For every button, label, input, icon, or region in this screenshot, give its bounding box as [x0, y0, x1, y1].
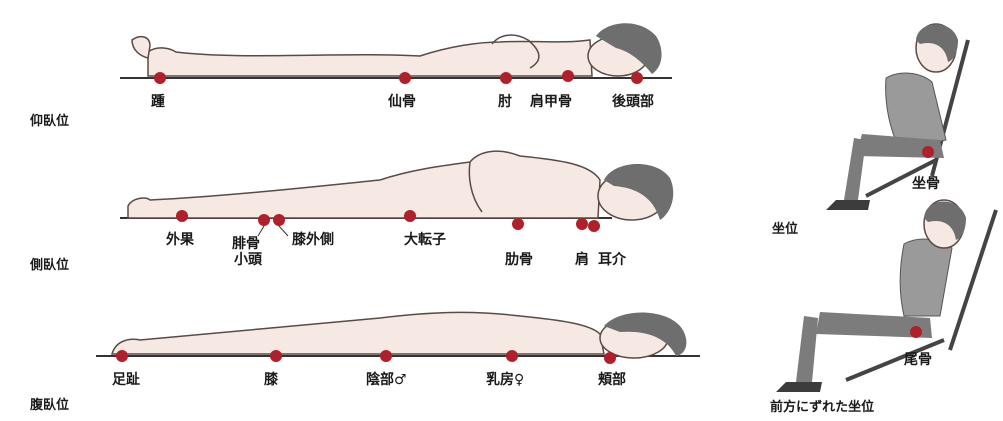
label-ribs: 肋骨	[505, 252, 533, 268]
label-lateral-malleolus: 外果	[166, 232, 194, 248]
label-auricle: 耳介	[598, 252, 626, 268]
lateral-figure	[120, 151, 673, 220]
point-sacrum	[399, 72, 411, 84]
position-prone: 腹臥位	[30, 398, 69, 414]
point-greater-trochanter	[404, 210, 416, 222]
label-elbow: 肘	[498, 94, 512, 110]
point-breast	[506, 350, 518, 362]
point-shoulder	[576, 218, 588, 230]
label-coccyx: 尾骨	[904, 352, 932, 368]
point-ischium	[922, 146, 934, 158]
point-coccyx	[910, 326, 922, 338]
sitting-figure	[826, 24, 968, 210]
label-shoulder: 肩	[575, 252, 589, 268]
point-lateral-malleolus	[176, 210, 188, 222]
point-ribs	[512, 218, 524, 230]
label-fibula: 腓骨	[232, 236, 260, 252]
label-breast: 乳房♀	[486, 372, 524, 388]
label-greater-trochanter: 大転子	[404, 232, 446, 248]
point-toes	[116, 350, 128, 362]
label-ischium: 坐骨	[912, 176, 940, 192]
point-occiput	[631, 72, 643, 84]
point-fibula-head-1	[258, 214, 270, 226]
position-sitting-slid: 前方にずれた坐位	[770, 400, 874, 416]
position-supine: 仰臥位	[30, 114, 69, 130]
label-scapula: 肩甲骨	[530, 94, 572, 110]
prone-figure	[96, 312, 700, 358]
position-sitting: 坐位	[772, 222, 798, 238]
point-genitals	[380, 350, 392, 362]
point-knee	[270, 350, 282, 362]
point-fibula-head-2	[273, 214, 285, 226]
label-heel: 踵	[151, 94, 165, 110]
supine-figure	[120, 23, 672, 78]
label-genitals: 陰部♂	[366, 372, 407, 388]
label-fibula-head: 小頭	[234, 252, 262, 268]
sitting-slid-figure	[776, 200, 996, 392]
point-cheek	[604, 352, 616, 364]
point-heel	[154, 72, 166, 84]
position-lateral: 側臥位	[30, 258, 69, 274]
label-lateral-knee: 膝外側	[292, 232, 334, 248]
point-auricle	[588, 220, 600, 232]
label-occiput: 後頭部	[612, 94, 654, 110]
point-scapula	[562, 70, 574, 82]
label-cheek: 頬部	[598, 372, 626, 388]
label-toes: 足趾	[112, 372, 140, 388]
label-sacrum: 仙骨	[388, 94, 416, 110]
label-knee: 膝	[264, 372, 278, 388]
point-elbow	[500, 72, 512, 84]
